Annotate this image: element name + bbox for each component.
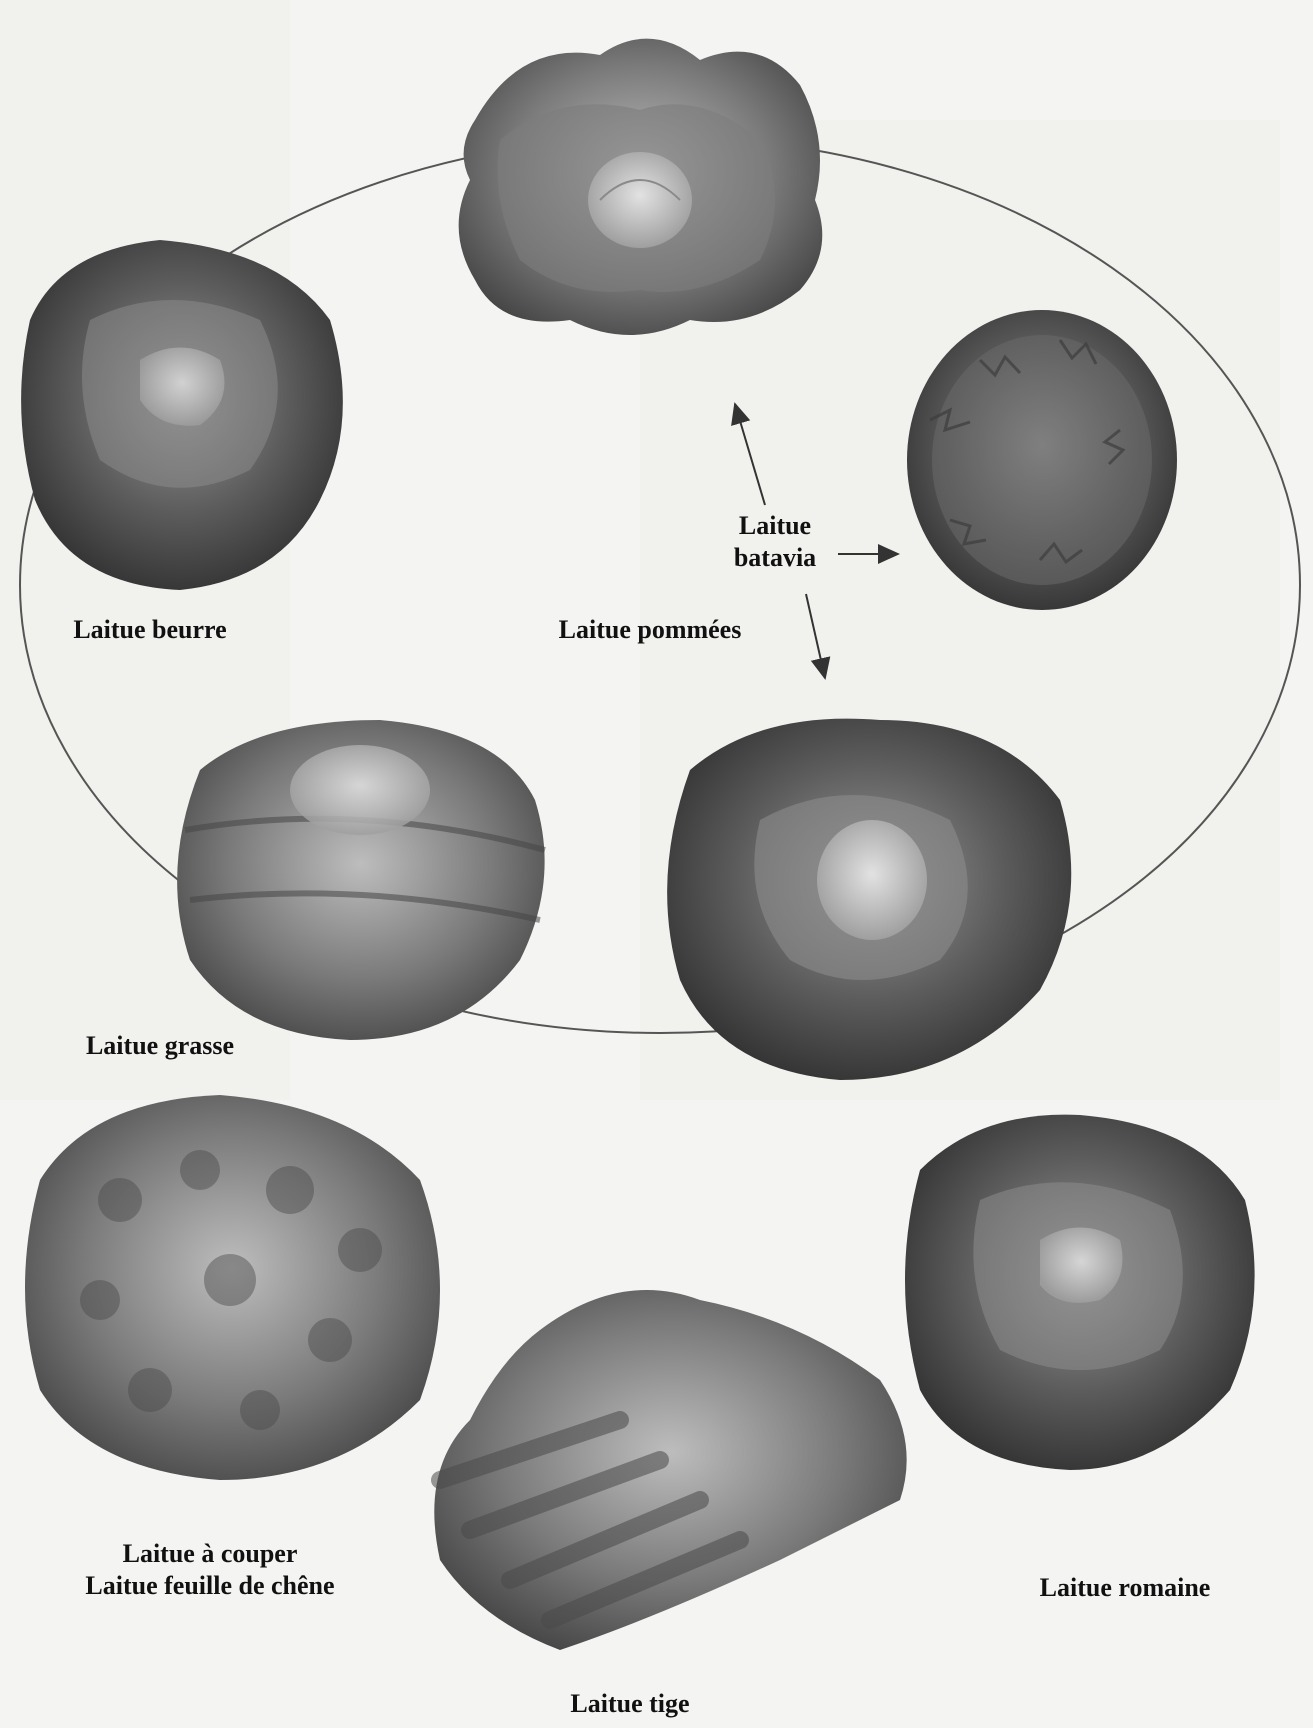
laitue-beurre-image (21, 240, 343, 590)
arrow-to-lower-batavia (806, 594, 825, 678)
label-laitue-a-couper: Laitue à couper Laitue feuille de chêne (40, 1538, 380, 1602)
label-laitue-tige: Laitue tige (530, 1688, 730, 1720)
label-laitue-grasse: Laitue grasse (60, 1030, 260, 1062)
label-laitue-beurre: Laitue beurre (30, 614, 270, 646)
batavia-label-line2: batavia (705, 542, 845, 574)
label-laitue-feuille-de-chene: Laitue feuille de chêne (40, 1570, 380, 1602)
laitue-grasse-image (177, 720, 545, 1040)
laitue-batavia-lower-image (667, 719, 1071, 1080)
label-laitue-batavia: Laitue batavia (705, 510, 845, 574)
laitue-romaine-image (905, 1115, 1255, 1470)
label-laitue-romaine: Laitue romaine (1010, 1572, 1240, 1604)
laitue-batavia-top-image (459, 39, 823, 335)
label-laitue-pommees: Laitue pommées (520, 614, 780, 646)
laitue-feuille-de-chene-image (25, 1095, 440, 1480)
laitue-frisee-right-image (907, 310, 1177, 610)
laitue-tige-image (434, 1290, 906, 1650)
label-laitue-a-couper-line1: Laitue à couper (40, 1538, 380, 1570)
arrow-to-top-batavia (735, 404, 765, 505)
batavia-label-line1: Laitue (705, 510, 845, 542)
